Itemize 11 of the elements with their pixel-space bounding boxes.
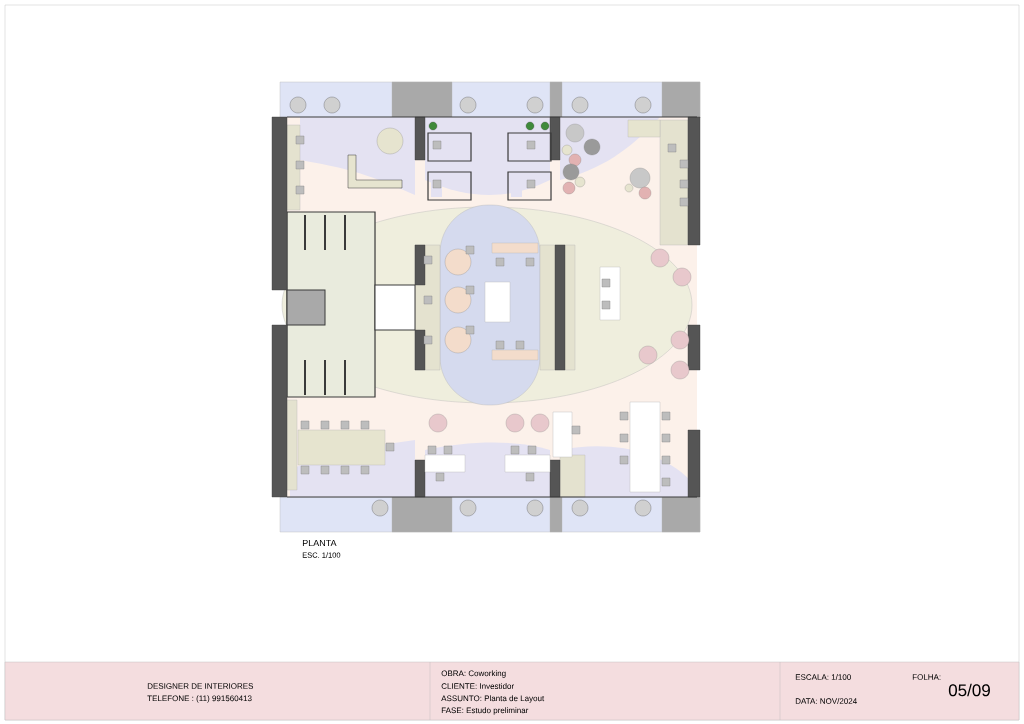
title-block-text: ASSUNTO: Planta de Layout <box>441 695 545 703</box>
title-block-text: FOLHA: <box>912 674 941 680</box>
title-block-text: TELEFONE : (11) 991560413 <box>147 695 252 703</box>
title-block-text: DATA: NOV/2024 <box>795 698 857 704</box>
sheet-number: 05/09 <box>948 683 990 697</box>
title-block-text: DESIGNER DE INTERIORES <box>147 683 254 689</box>
title-block-text: OBRA: Coworking <box>441 670 506 678</box>
title-block-text: ESCALA: 1/100 <box>795 674 851 680</box>
title-block-text: FASE: Estudo preliminar <box>441 707 529 715</box>
title-block-text: CLIENTE: Investidor <box>441 683 514 689</box>
plan-title: PLANTA <box>302 539 337 547</box>
